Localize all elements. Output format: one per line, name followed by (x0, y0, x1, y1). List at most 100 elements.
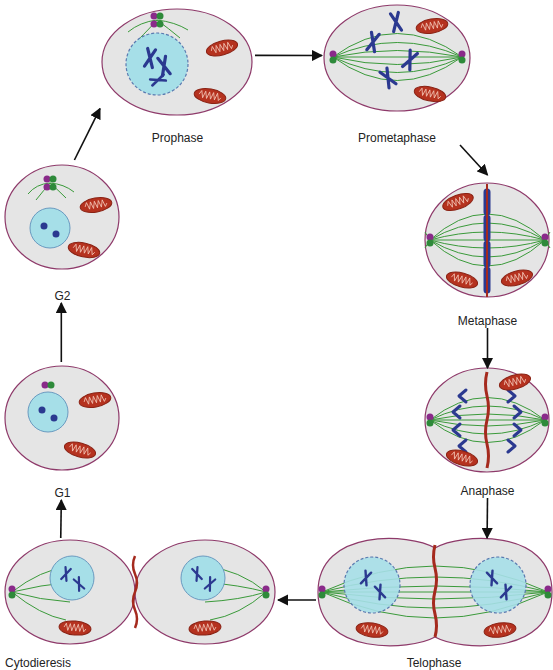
stage-label: Anaphase (423, 484, 552, 498)
chromosome (361, 571, 371, 586)
stage-label: Cytodieresis (3, 656, 278, 670)
cell-membrane (102, 9, 252, 115)
nucleolus (51, 415, 58, 422)
mitochondrion (205, 37, 240, 59)
mitochondrion (441, 190, 476, 214)
mitochondrion (193, 86, 227, 105)
microtubule (333, 34, 462, 58)
chromosome (74, 577, 84, 591)
nucleus (470, 557, 526, 613)
nucleolus (41, 223, 48, 230)
cell-stage-node: Cytodieresis (3, 538, 278, 670)
cell-membrane (425, 183, 549, 297)
cycle-arrow (60, 500, 62, 538)
microtubule (333, 57, 462, 73)
microtubule (333, 43, 462, 58)
cell-membrane (5, 366, 119, 470)
centrosome (459, 51, 466, 64)
mitochondrion (445, 447, 480, 469)
centrosome (542, 414, 549, 427)
nucleus (28, 392, 68, 432)
chromosome (158, 56, 170, 75)
chromosome (390, 12, 401, 31)
chromosome (61, 567, 71, 581)
g2-cell (5, 165, 119, 269)
cycle-arrow (61, 303, 63, 362)
stage-label: Prometaphase (322, 131, 472, 145)
chromosome (150, 75, 166, 86)
nucleolus (53, 231, 60, 238)
cytodieresis-cells (5, 540, 275, 644)
stage-label: Telophase (316, 656, 552, 670)
mitochondrion (79, 195, 113, 214)
mitochondrion (415, 16, 449, 35)
stage-label: Prophase (100, 131, 255, 145)
microtubule (333, 51, 462, 58)
cell-membrane (5, 540, 135, 644)
metaphase-cell (425, 183, 550, 297)
cell-stage-node: Prometaphase (322, 3, 472, 145)
cell-stage-node: Metaphase (423, 175, 552, 328)
mitochondrion (78, 390, 112, 409)
microtubule (333, 57, 462, 81)
chromosome (144, 48, 155, 67)
centrosome (330, 51, 337, 64)
chromosome (453, 406, 460, 418)
centrosome (151, 21, 164, 28)
cycle-arrow (255, 55, 322, 57)
mitochondrion (413, 84, 447, 104)
chromosome (403, 50, 418, 70)
mitochondrion (58, 620, 91, 637)
chromosome (459, 390, 466, 402)
nucleus (344, 557, 400, 613)
mitochondrion (67, 240, 101, 260)
chromosome (205, 577, 215, 591)
mitochondrion (445, 269, 480, 291)
chromosome (501, 585, 511, 600)
centrosome (427, 414, 434, 427)
cell-membrane (425, 368, 549, 472)
centrosome (542, 234, 549, 247)
nucleus (30, 208, 70, 248)
chromosome (380, 68, 396, 88)
microtubule (333, 57, 462, 58)
chromosome (487, 571, 497, 586)
microtubule (12, 592, 66, 620)
cycle-arrow (278, 599, 316, 601)
chromosome (508, 390, 515, 402)
mitochondrion (355, 621, 389, 639)
cycle-arrow (487, 328, 489, 368)
chromosome (192, 567, 202, 581)
prophase-cell (102, 9, 252, 115)
cell-stage-node: Prophase (100, 5, 255, 145)
microtubule (210, 592, 266, 620)
anaphase-cell (425, 368, 549, 472)
centrosome (263, 586, 270, 599)
stage-label: G1 (3, 486, 122, 500)
mitochondrion (188, 620, 221, 637)
mitochondrion (500, 267, 535, 289)
cell-stage-node: Anaphase (423, 368, 552, 498)
nucleus (126, 33, 188, 95)
centrosome (42, 382, 55, 389)
centrosome (44, 176, 57, 183)
cell-membrane (5, 165, 119, 269)
cycle-arrow (460, 145, 488, 175)
centrosome (151, 13, 164, 20)
chromosome (514, 424, 521, 436)
microtubule (333, 57, 462, 65)
cell-membrane (135, 540, 275, 644)
chromosome (508, 440, 515, 452)
cell-stage-node: Telophase (316, 538, 552, 670)
nucleus (181, 556, 225, 600)
aster (28, 183, 74, 200)
chromosome (367, 32, 379, 51)
chromosome (375, 585, 385, 600)
mitochondrion (498, 371, 533, 393)
cell-membrane (324, 5, 470, 111)
cell-membrane (318, 538, 552, 645)
telophase-cell (318, 538, 552, 645)
cleavage-furrow (434, 545, 437, 637)
